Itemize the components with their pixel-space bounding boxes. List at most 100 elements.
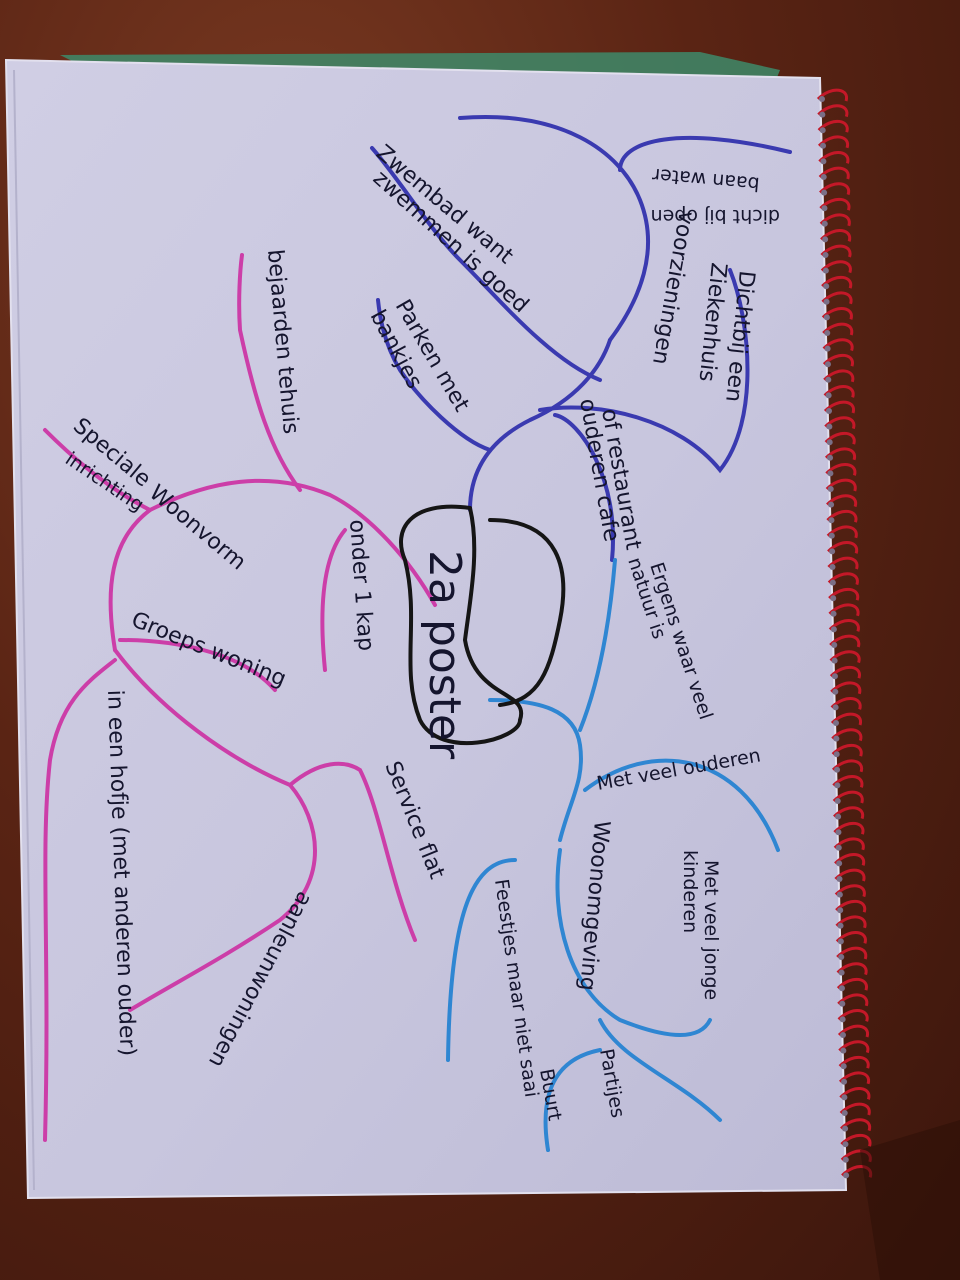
blue-line-voorzieningen: [458, 115, 650, 342]
page-edge-line: [13, 69, 35, 1191]
spiral-hole: [821, 205, 828, 212]
spiral-hole: [828, 532, 835, 539]
spiral-hole: [841, 1094, 848, 1101]
spiral-hole: [841, 1110, 848, 1116]
pink-line-groeps: [118, 638, 277, 692]
spiral-hole: [819, 96, 825, 102]
spiral-hole: [840, 1063, 847, 1070]
spiral-hole: [820, 158, 827, 165]
spiral-hole: [842, 1141, 849, 1148]
spiral-hole: [820, 142, 827, 149]
pink-line-mid: [113, 648, 292, 787]
pink-main-line: [108, 478, 437, 652]
spiral-hole: [822, 236, 829, 243]
label-kinderen: kinderen: [679, 850, 701, 933]
spiral-hole: [821, 189, 828, 196]
spiral-hole: [821, 220, 828, 227]
pink-line-hofje: [43, 658, 117, 1142]
pink-line-bejaarden: [237, 253, 302, 492]
spiral-hole: [829, 564, 836, 570]
spiral-hole: [823, 314, 830, 321]
spiral-hole: [828, 517, 835, 524]
pink-line-onder-kap: [320, 528, 347, 672]
spiral-hole: [831, 673, 838, 680]
lightblue-line-natuur: [578, 558, 617, 732]
spiral-hole: [833, 720, 839, 726]
spiral-hole: [831, 642, 838, 648]
spiral-hole: [830, 610, 837, 617]
pink-line-service: [288, 761, 417, 942]
spiral-hole: [833, 735, 840, 742]
center-outer-bubble: [399, 504, 524, 745]
spiral-hole: [822, 267, 829, 274]
spiral-hole: [837, 907, 844, 914]
spiral-hole: [837, 938, 844, 945]
blue-line-zwembad: [370, 146, 602, 382]
spiral-hole: [842, 1125, 849, 1132]
table-shadow: [860, 1120, 960, 1280]
spiral-hole: [829, 579, 836, 586]
spiral-hole: [832, 704, 839, 711]
spiral-hole: [829, 548, 836, 555]
spiral-hole: [838, 969, 845, 976]
spiral-hole: [836, 876, 843, 882]
blue-main-line: [468, 338, 612, 512]
pink-line-speciale: [43, 428, 152, 512]
spiral-hole: [827, 454, 834, 461]
spiral-binding: [816, 88, 873, 1179]
blue-line-dicht-bij: [618, 136, 792, 172]
lightblue-line-ouderen: [583, 758, 780, 852]
lightblue-line-partijes: [598, 1018, 722, 1122]
pink-line-aanleun: [128, 783, 317, 1012]
spiral-hole: [834, 766, 841, 773]
spiral-hole: [824, 330, 831, 336]
spiral-hole: [826, 439, 833, 446]
spiral-hole: [824, 345, 831, 352]
spiral-hole: [826, 423, 833, 430]
spiral-hole: [835, 844, 842, 851]
notebook-page: [4, 58, 848, 1200]
spiral-hole: [832, 688, 839, 695]
spiral-hole: [819, 127, 826, 134]
spiral-hole: [831, 657, 838, 664]
spiral-hole: [828, 501, 835, 508]
spiral-hole: [843, 1172, 850, 1179]
spiral-hole: [840, 1032, 846, 1038]
spiral-hole: [838, 954, 845, 960]
center-inner-bubble: [488, 518, 566, 707]
spiral-hole: [822, 252, 829, 258]
spiral-hole: [820, 174, 827, 180]
label-met-veel-jonge: Met veel jonge: [700, 860, 722, 1000]
spiral-hole: [836, 860, 843, 867]
spiral-hole: [837, 922, 844, 929]
spiral-hole: [835, 829, 842, 836]
spiral-hole: [833, 751, 840, 758]
spiral-hole: [824, 361, 831, 368]
spiral-hole: [827, 486, 834, 492]
blue-line-parken: [376, 298, 492, 452]
spiral-hole: [839, 1000, 846, 1007]
spiral-hole: [842, 1156, 849, 1163]
spiral-hole: [830, 595, 837, 602]
label-dicht-bij-open: dicht bij open: [651, 205, 780, 227]
lightblue-main-line: [488, 698, 583, 842]
spiral-hole: [839, 1016, 846, 1023]
lightblue-line-buurt: [543, 1048, 602, 1152]
spiral-hole: [835, 813, 842, 820]
spiral-hole: [826, 408, 832, 414]
spiral-hole: [825, 376, 832, 383]
spiral-hole: [819, 111, 826, 118]
spiral-hole: [834, 782, 841, 789]
lightblue-line-feestjes: [446, 858, 517, 1062]
spiral-hole: [827, 470, 834, 477]
spiral-hole: [823, 298, 830, 305]
spiral-hole: [823, 283, 830, 290]
lightblue-line-woonomgeving: [555, 848, 712, 1037]
blue-line-cafe: [553, 413, 616, 562]
blue-line-ziekenhuis: [538, 268, 750, 474]
center-label: 2a poster: [419, 550, 470, 760]
spiral-hole: [836, 891, 843, 898]
spiral-hole: [825, 392, 832, 399]
spiral-hole: [838, 985, 845, 992]
